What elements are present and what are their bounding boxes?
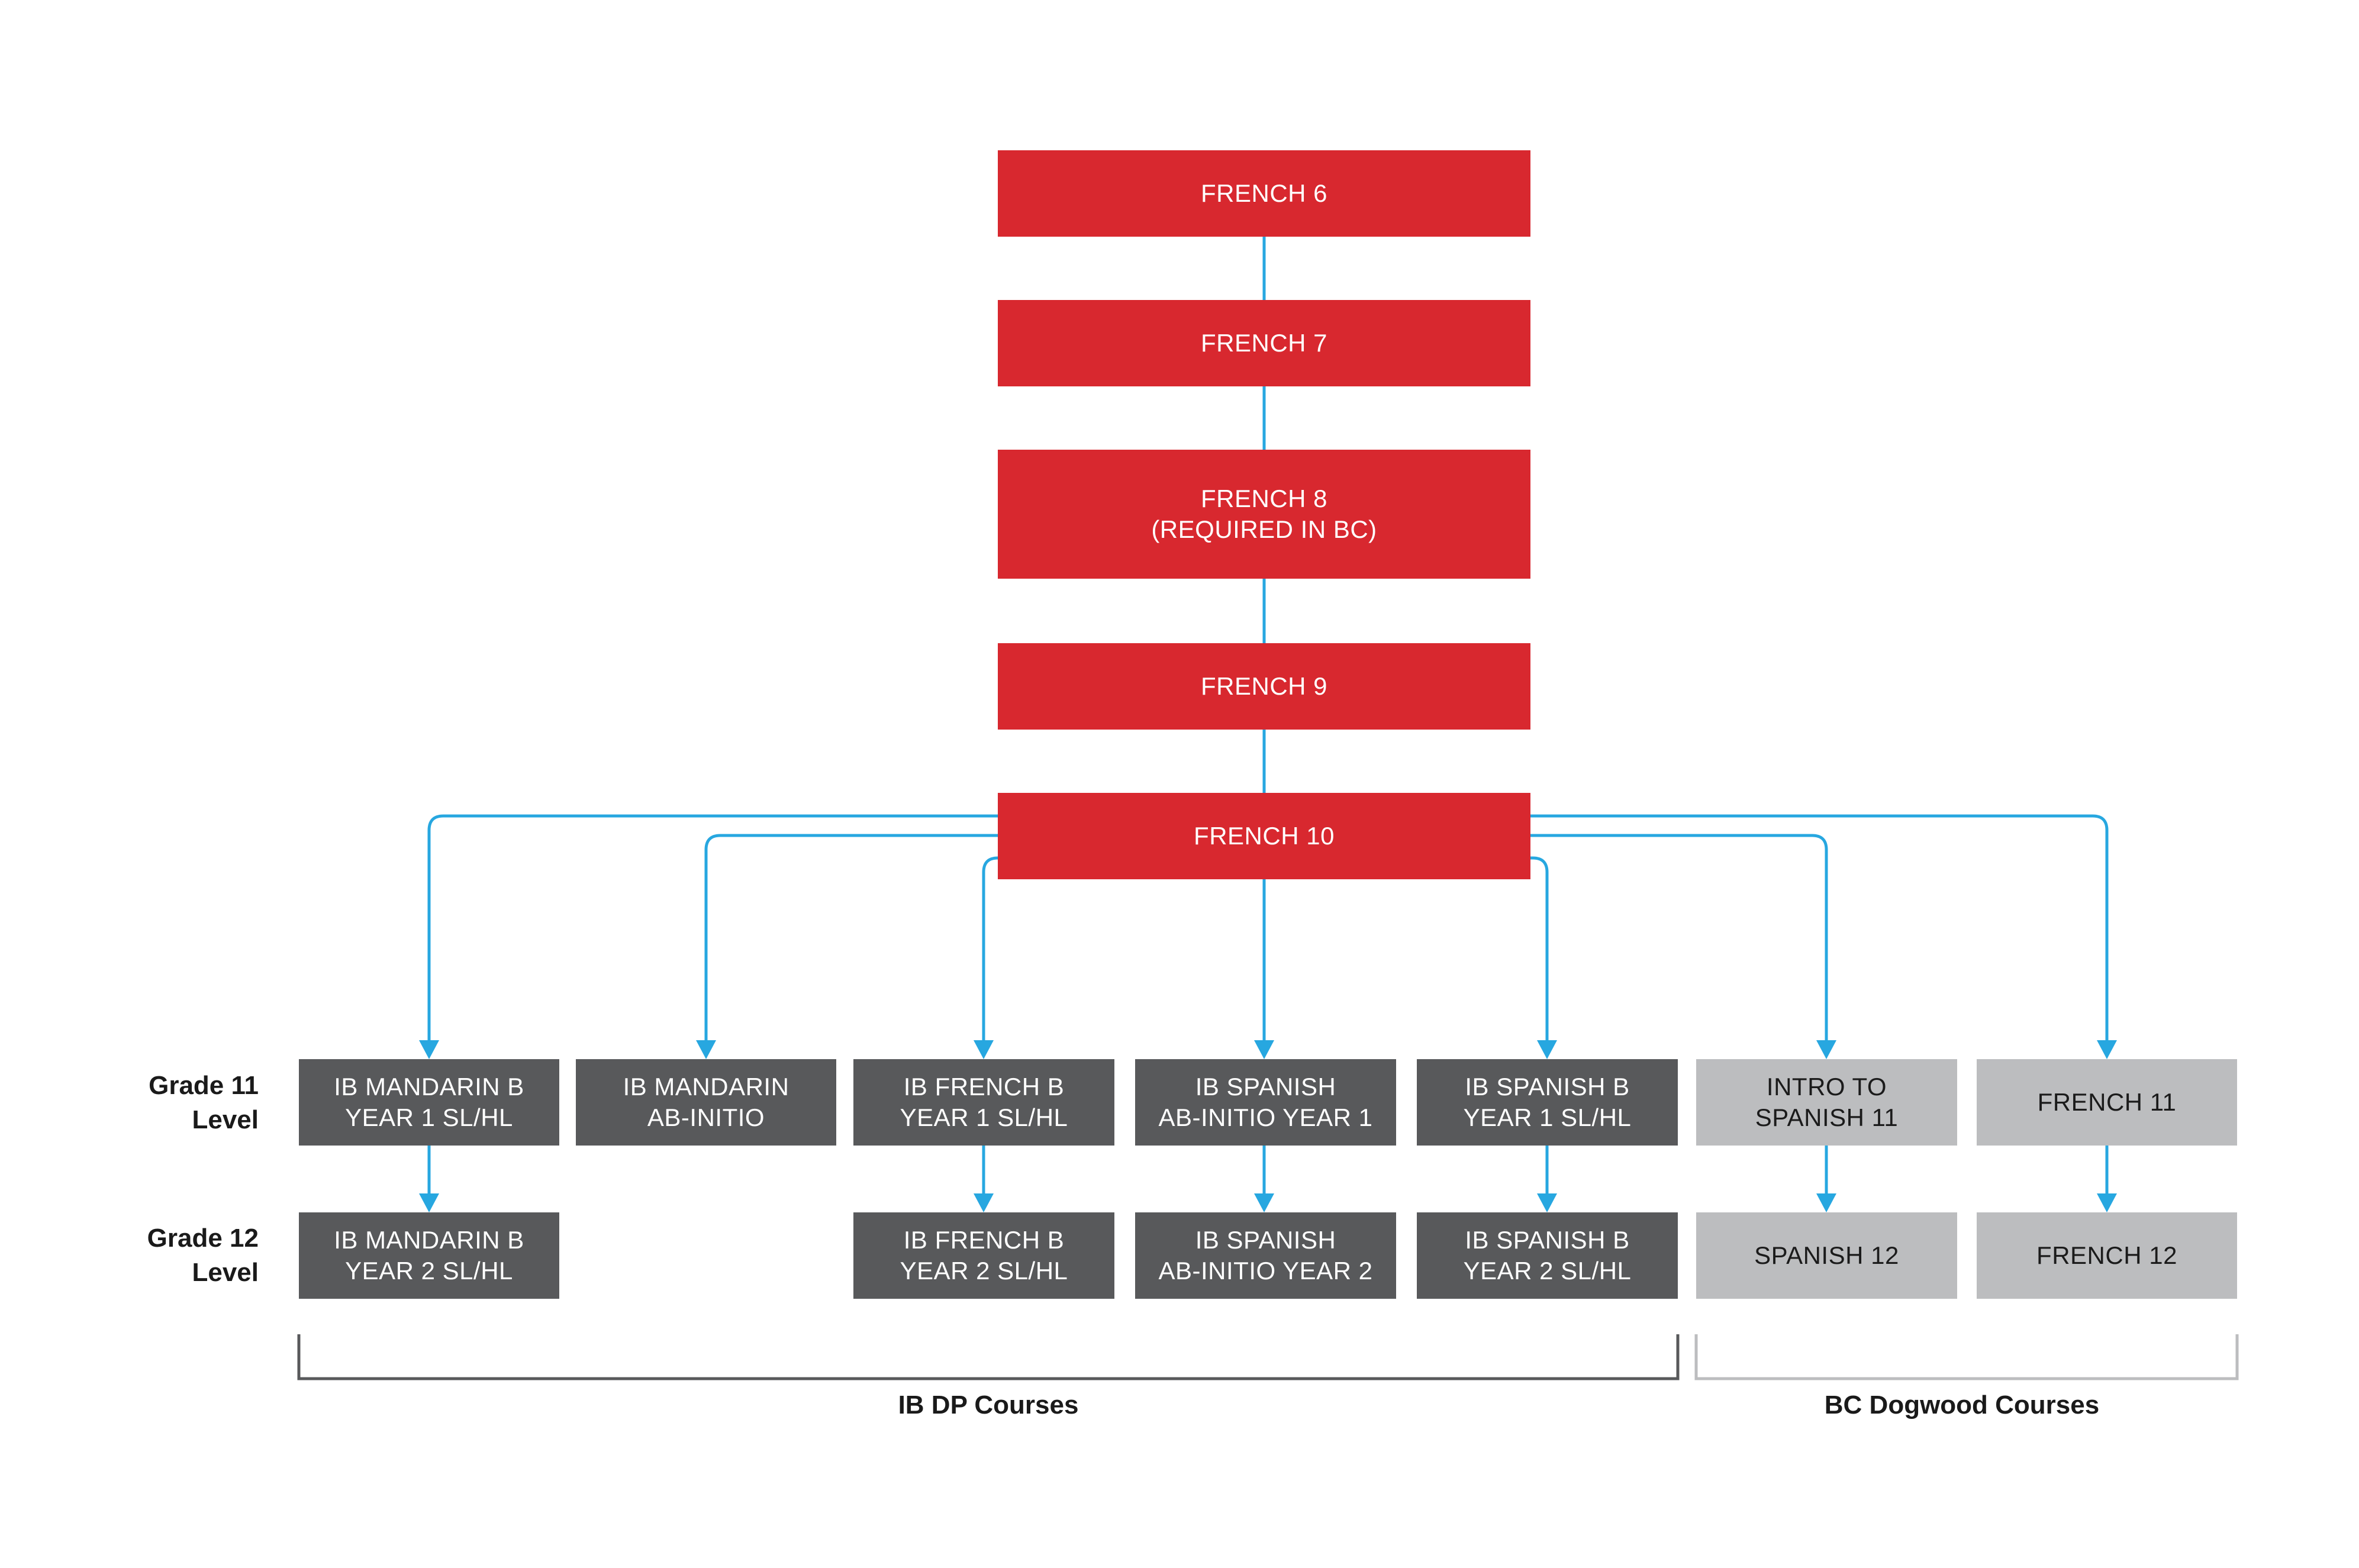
group-label-bc-dogwood: BC Dogwood Courses xyxy=(1824,1390,2100,1419)
connector-year2-french-b-arrowhead xyxy=(974,1193,994,1212)
connector-year2-mandarin-b-arrowhead xyxy=(419,1193,439,1212)
course-ib-spanish-b-year-1: IB SPANISH B YEAR 1 SL/HL xyxy=(1417,1059,1678,1146)
connector-year2-french-arrowhead xyxy=(2097,1193,2117,1212)
connector-to-ib-mandarin-ab-initio-arrowhead xyxy=(696,1040,716,1059)
course-label: IB SPANISH AB-INITIO YEAR 2 xyxy=(1158,1226,1373,1285)
course-french-9: FRENCH 9 xyxy=(998,643,1530,730)
course-french-8: FRENCH 8 (REQUIRED IN BC) xyxy=(998,450,1530,579)
row-label-grade-12: Grade 12 Level xyxy=(147,1224,259,1287)
course-ib-french-b-year-1: IB FRENCH B YEAR 1 SL/HL xyxy=(853,1059,1114,1146)
course-french-10: FRENCH 10 xyxy=(998,793,1530,879)
course-label: FRENCH 9 xyxy=(1200,672,1328,700)
course-ib-mandarin-b-year-1: IB MANDARIN B YEAR 1 SL/HL xyxy=(299,1059,559,1146)
connector-year2-spanish-b-arrowhead xyxy=(1537,1193,1557,1212)
connector-to-intro-spanish-11-arrowhead xyxy=(1816,1040,1836,1059)
course-label: IB SPANISH AB-INITIO YEAR 1 xyxy=(1158,1073,1373,1131)
course-french-12: FRENCH 12 xyxy=(1977,1212,2237,1299)
course-spanish-12: SPANISH 12 xyxy=(1696,1212,1957,1299)
connector-to-ib-spanish-b xyxy=(1530,856,1549,1041)
course-label: IB SPANISH B YEAR 1 SL/HL xyxy=(1463,1073,1632,1131)
connector-to-ib-mandarin-b-arrowhead xyxy=(419,1040,439,1059)
course-french-7: FRENCH 7 xyxy=(998,300,1530,386)
course-label: IB FRENCH B YEAR 1 SL/HL xyxy=(900,1073,1068,1131)
course-ib-mandarin-b-year-2: IB MANDARIN B YEAR 2 SL/HL xyxy=(299,1212,559,1299)
course-label: SPANISH 12 xyxy=(1754,1241,1899,1269)
course-label: FRENCH 8 (REQUIRED IN BC) xyxy=(1151,485,1377,543)
bracket-bc-dogwood xyxy=(1694,1334,2239,1380)
course-ib-spanish-b-year-2: IB SPANISH B YEAR 2 SL/HL xyxy=(1417,1212,1678,1299)
course-intro-to-spanish-11: INTRO TO SPANISH 11 xyxy=(1696,1059,1957,1146)
connector-to-ib-french-b xyxy=(982,856,998,1041)
row-label-grade-11: Grade 11 Level xyxy=(149,1071,259,1134)
connector-to-ib-french-b-arrowhead xyxy=(974,1040,994,1059)
course-label: FRENCH 7 xyxy=(1200,329,1328,357)
group-label-ib-dp: IB DP Courses xyxy=(898,1390,1079,1419)
connector-year2-spanish-ab-initio-arrowhead xyxy=(1254,1193,1274,1212)
connector-to-ib-mandarin-ab-initio xyxy=(704,834,998,1041)
connector-to-ib-spanish-b-arrowhead xyxy=(1537,1040,1557,1059)
course-ib-spanish-ab-initio-year-2: IB SPANISH AB-INITIO YEAR 2 xyxy=(1135,1212,1396,1299)
course-ib-french-b-year-2: IB FRENCH B YEAR 2 SL/HL xyxy=(853,1212,1114,1299)
course-label: FRENCH 12 xyxy=(2036,1241,2177,1269)
course-label: IB FRENCH B YEAR 2 SL/HL xyxy=(900,1226,1068,1285)
connector-to-french-11-arrowhead xyxy=(2097,1040,2117,1059)
course-ib-spanish-ab-initio-year-1: IB SPANISH AB-INITIO YEAR 1 xyxy=(1135,1059,1396,1146)
connector-to-intro-spanish-11 xyxy=(1530,834,1828,1041)
course-label: IB MANDARIN B YEAR 1 SL/HL xyxy=(334,1073,524,1131)
bracket-ib-dp xyxy=(297,1334,1680,1380)
connector-year2-spanish-arrowhead xyxy=(1816,1193,1836,1212)
course-ib-mandarin-ab-initio: IB MANDARIN AB-INITIO xyxy=(576,1059,836,1146)
course-label: FRENCH 6 xyxy=(1200,179,1328,207)
course-label: IB SPANISH B YEAR 2 SL/HL xyxy=(1463,1226,1632,1285)
course-french-6: FRENCH 6 xyxy=(998,150,1530,237)
course-french-11: FRENCH 11 xyxy=(1977,1059,2237,1146)
course-label: IB MANDARIN AB-INITIO xyxy=(623,1073,789,1131)
course-label: FRENCH 11 xyxy=(2037,1088,2177,1116)
connector-to-french-11 xyxy=(1530,814,2109,1041)
course-label: INTRO TO SPANISH 11 xyxy=(1755,1073,1899,1131)
connector-to-ib-spanish-ab-initio-arrowhead xyxy=(1254,1040,1274,1059)
connector-to-ib-mandarin-b xyxy=(427,814,998,1041)
course-label: FRENCH 10 xyxy=(1194,822,1335,850)
course-label: IB MANDARIN B YEAR 2 SL/HL xyxy=(334,1226,524,1285)
